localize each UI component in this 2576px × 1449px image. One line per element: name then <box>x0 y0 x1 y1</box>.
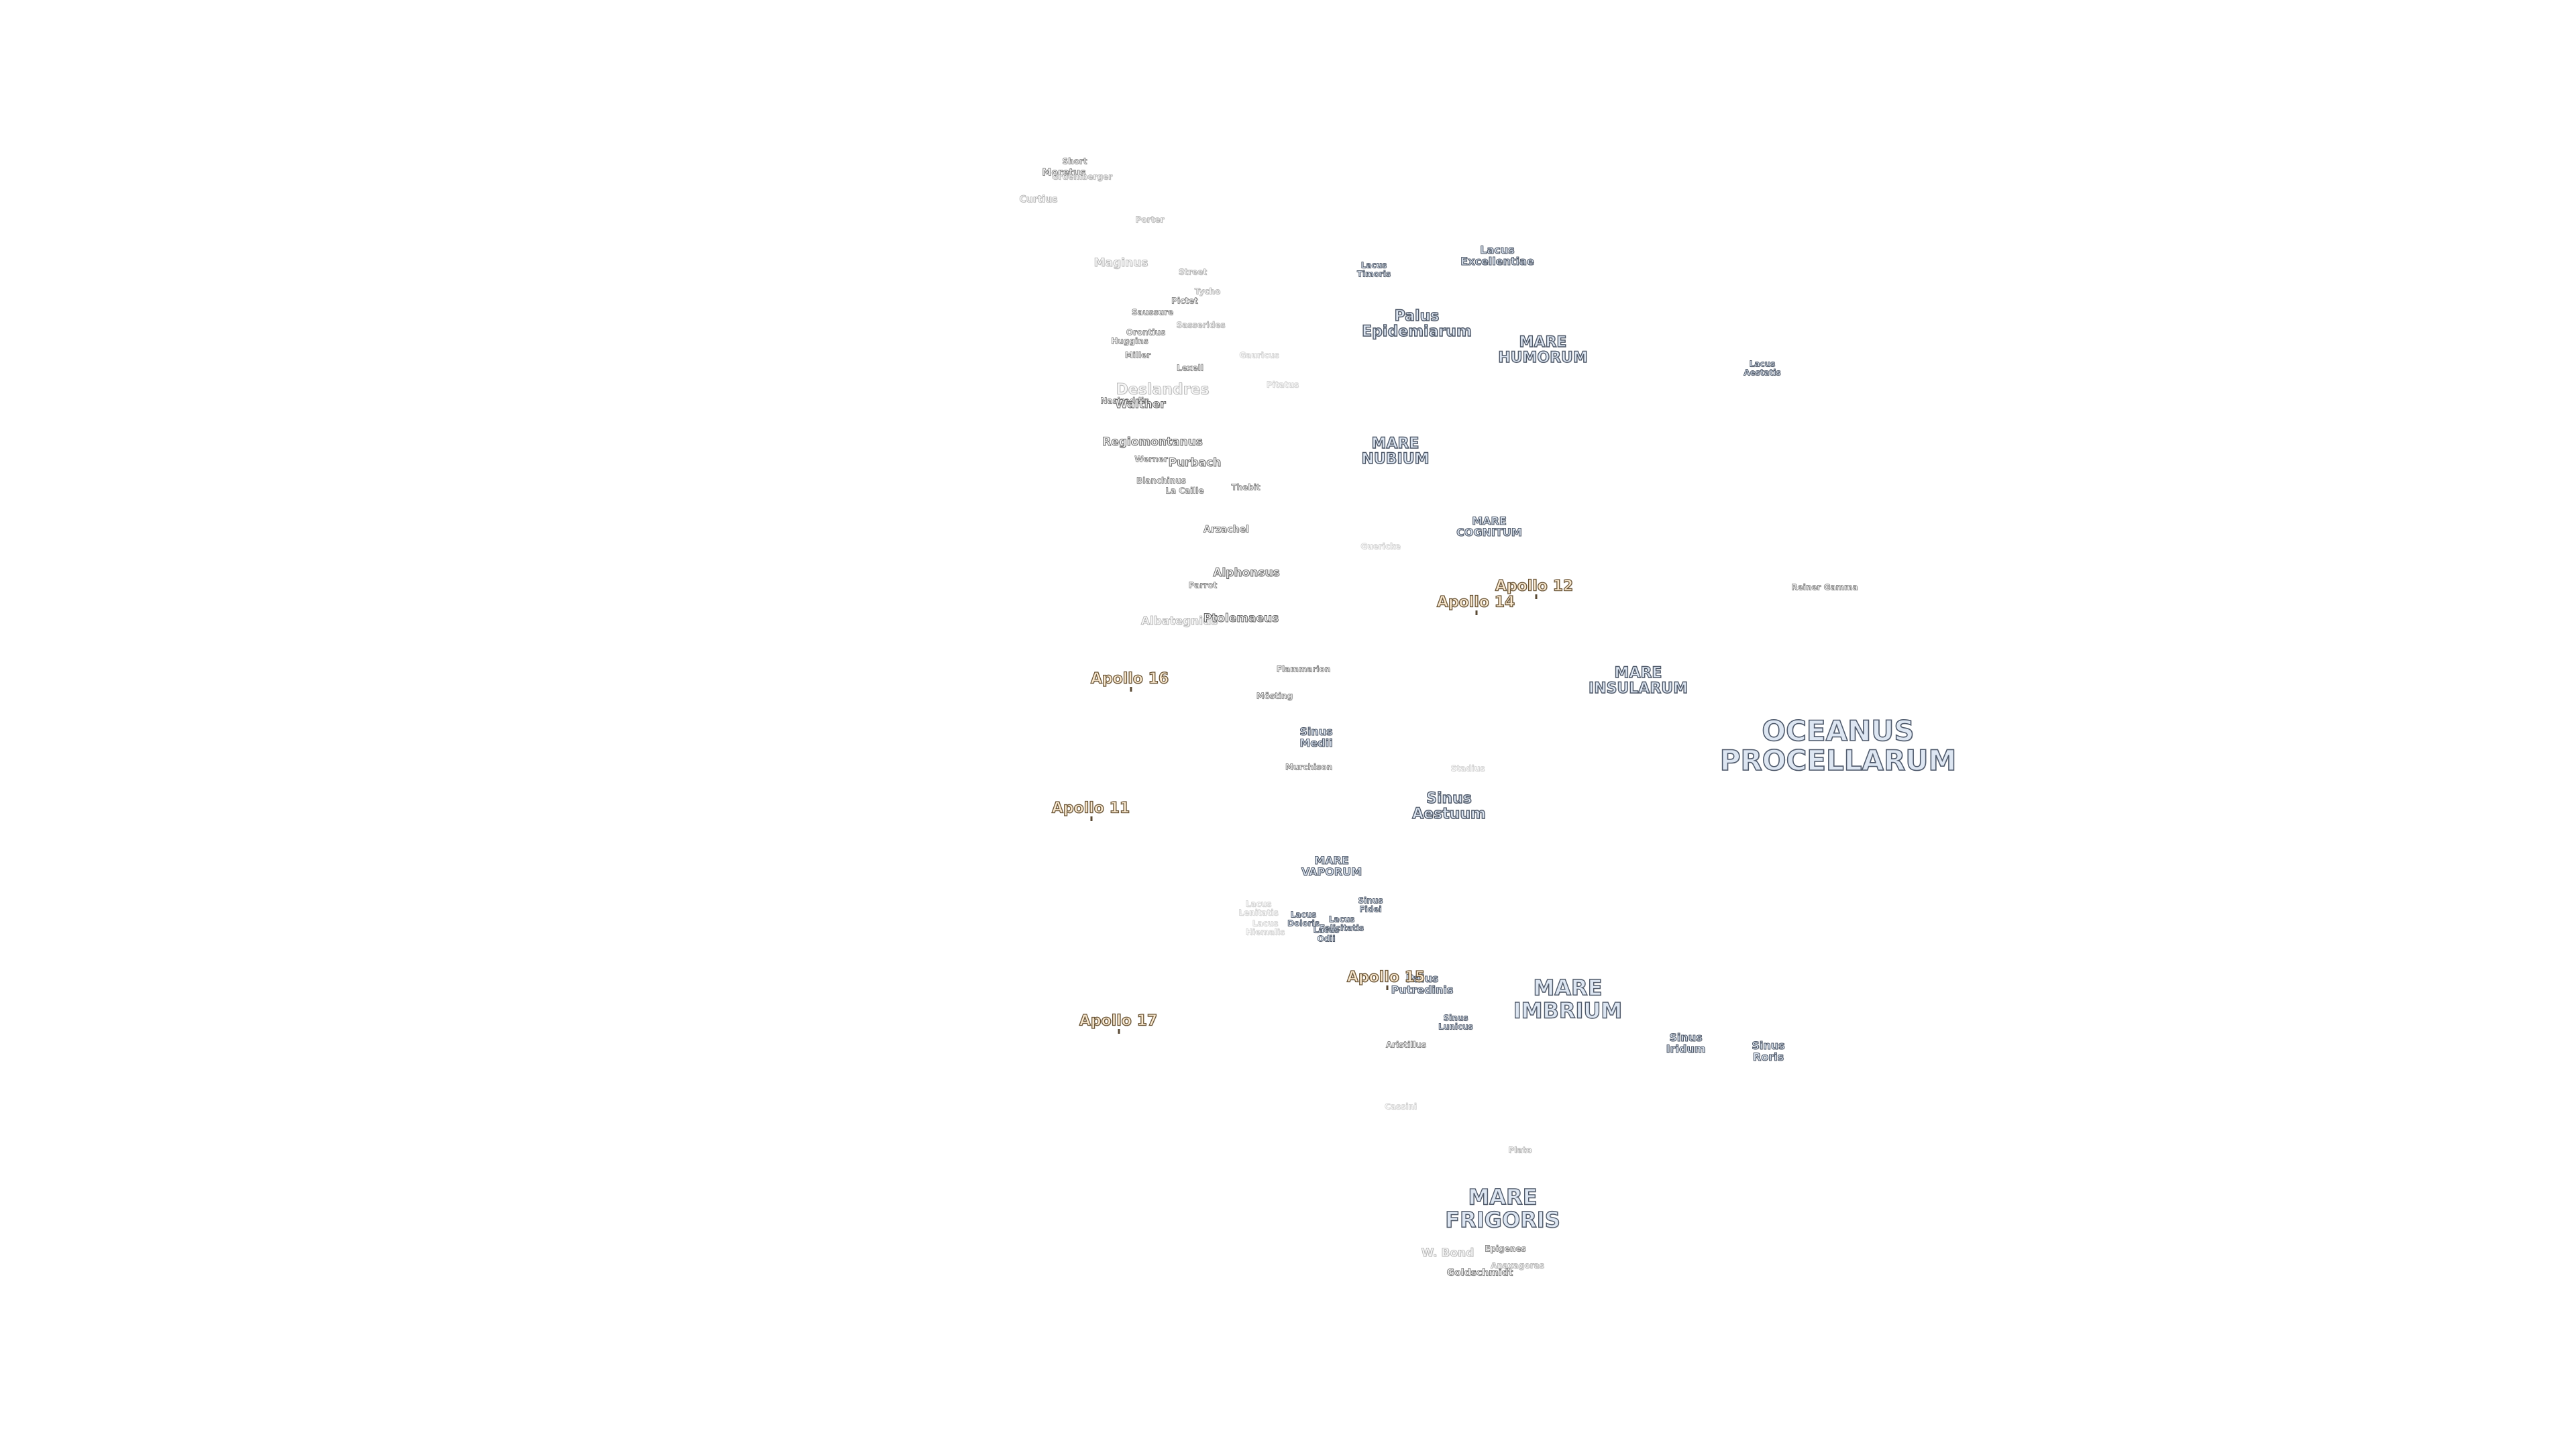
label-crater-albategnius[interactable]: Albategnius <box>1140 614 1218 629</box>
label-crater-anaxagoras[interactable]: Anaxagoras <box>1491 1260 1545 1271</box>
label-mare-imbrium[interactable]: MARE IMBRIUM <box>1513 975 1623 1023</box>
label-crater-aristillus[interactable]: Aristillus <box>1385 1040 1427 1050</box>
label-crater-alphonsus[interactable]: Alphonsus <box>1213 566 1280 580</box>
label-crater-tycho[interactable]: Tycho <box>1194 286 1221 297</box>
label-palus-epidemiarum[interactable]: Palus Epidemiarum <box>1361 307 1472 340</box>
label-crater-w-bond[interactable]: W. Bond <box>1421 1246 1474 1260</box>
label-crater-pictet[interactable]: Pictet <box>1171 296 1198 306</box>
label-crater-epigenes[interactable]: Epigenes <box>1485 1244 1526 1254</box>
label-crater-gauricus[interactable]: Gauricus <box>1239 350 1279 360</box>
label-apollo-11[interactable]: Apollo 11 <box>1051 800 1130 817</box>
label-crater-regiomontanus[interactable]: Regiomontanus <box>1102 435 1203 449</box>
label-apollo-12[interactable]: Apollo 12 <box>1495 578 1574 595</box>
label-crater-murchison[interactable]: Murchison <box>1285 762 1333 772</box>
label-crater-orontius[interactable]: Orontius <box>1126 327 1166 337</box>
label-apollo-15[interactable]: Apollo 15 <box>1346 969 1426 986</box>
label-crater-sasserides[interactable]: Sasserides <box>1176 320 1226 330</box>
label-crater-short[interactable]: Short <box>1062 156 1087 166</box>
label-lacus-felicitatis[interactable]: Lacus Felicitatis <box>1319 914 1364 932</box>
label-mare-frigoris[interactable]: MARE FRIGORIS <box>1445 1184 1561 1232</box>
label-reiner-gamma[interactable]: Reiner Gamma <box>1791 582 1858 592</box>
label-apollo-14[interactable]: Apollo 14 <box>1436 594 1515 611</box>
label-crater-blanchinus[interactable]: Blanchinus <box>1136 476 1187 486</box>
label-crater-curtius[interactable]: Curtius <box>1019 194 1058 205</box>
label-crater-porter[interactable]: Porter <box>1135 215 1165 225</box>
label-crater-lexell[interactable]: Lexell <box>1177 363 1204 373</box>
label-crater-miller[interactable]: Miller <box>1124 350 1151 360</box>
label-sinus-iridum[interactable]: Sinus Iridum <box>1666 1031 1706 1055</box>
label-mare-cognitum[interactable]: MARE COGNITUM <box>1456 515 1523 539</box>
label-crater-deslandres[interactable]: Deslandres <box>1116 381 1210 398</box>
label-crater-arzachel[interactable]: Arzachel <box>1203 524 1250 535</box>
label-sinus-medii[interactable]: Sinus Medii <box>1299 725 1333 749</box>
label-crater-flammarion[interactable]: Flammarion <box>1276 664 1331 674</box>
label-crater-werner[interactable]: Werner <box>1134 454 1168 464</box>
label-crater-plato[interactable]: Plato <box>1508 1145 1532 1155</box>
label-crater-stadius[interactable]: Stadius <box>1450 763 1485 773</box>
apollo-11-site-marker <box>1090 816 1093 821</box>
label-crater-maginus[interactable]: Maginus <box>1093 256 1148 270</box>
label-crater-gruemberger[interactable]: Gruemberger <box>1051 172 1113 182</box>
apollo-17-site-marker <box>1118 1029 1120 1034</box>
apollo-12-site-marker <box>1535 594 1538 599</box>
apollo-16-site-marker <box>1130 687 1132 692</box>
label-palus-putredinis[interactable]: Palus Putredinis <box>1391 972 1454 996</box>
label-crater-lacus-lenitatis[interactable]: Lacus Lenitatis <box>1238 899 1279 917</box>
label-crater-cassini[interactable]: Cassini <box>1385 1102 1417 1112</box>
label-sinus-aestuum[interactable]: Sinus Aestuum <box>1411 790 1486 822</box>
label-lacus-excellentiae[interactable]: Lacus Excellentiae <box>1460 244 1535 268</box>
label-sinus-roris[interactable]: Sinus Roris <box>1752 1039 1785 1063</box>
label-lacus-timoris[interactable]: Lacus Timoris <box>1356 260 1391 278</box>
label-crater-walther[interactable]: Walther <box>1115 398 1167 412</box>
label-crater-pitatus[interactable]: Pitatus <box>1266 380 1299 390</box>
label-oceanus-procellarum[interactable]: OCEANUS PROCELLARUM <box>1719 714 1957 777</box>
label-crater-thebit[interactable]: Thebit <box>1231 482 1260 492</box>
label-mare-vaporum[interactable]: MARE VAPORUM <box>1301 854 1362 878</box>
label-crater-ptolemaeus[interactable]: Ptolemaeus <box>1203 612 1279 626</box>
label-lacus-aestatis[interactable]: Lacus Aestatis <box>1743 359 1781 377</box>
label-apollo-16[interactable]: Apollo 16 <box>1090 670 1169 688</box>
label-crater-lacus-hiemalis[interactable]: Lacus Hiemalis <box>1245 918 1285 936</box>
label-sinus-lunicus[interactable]: Sinus Lunicus <box>1438 1013 1474 1031</box>
label-crater-guericke[interactable]: Guericke <box>1360 541 1401 551</box>
label-crater-moretus[interactable]: Moretus <box>1042 167 1086 178</box>
label-lacus-doloris[interactable]: Lacus Doloris <box>1287 910 1320 928</box>
label-crater-street[interactable]: Street <box>1178 267 1208 277</box>
label-sinus-fidei[interactable]: Sinus Fidei <box>1358 896 1383 914</box>
label-crater-mosting[interactable]: Mösting <box>1256 691 1293 701</box>
label-crater-nasireddin[interactable]: Nasireddin <box>1100 396 1150 406</box>
label-crater-huggins[interactable]: Huggins <box>1111 336 1148 346</box>
label-apollo-17[interactable]: Apollo 17 <box>1079 1012 1158 1030</box>
label-mare-nubium[interactable]: MARE NUBIUM <box>1361 435 1430 468</box>
label-mare-humorum[interactable]: MARE HUMORUM <box>1498 333 1589 366</box>
label-crater-purbach[interactable]: Purbach <box>1168 456 1222 470</box>
apollo-15-site-marker <box>1386 985 1389 990</box>
label-lacus-odii[interactable]: Lacus Odii <box>1313 925 1340 943</box>
apollo-14-site-marker <box>1475 610 1478 615</box>
label-crater-la-caille[interactable]: La Caille <box>1165 486 1204 496</box>
label-crater-parrot[interactable]: Parrot <box>1188 580 1218 590</box>
label-crater-saussure[interactable]: Saussure <box>1131 307 1174 317</box>
label-crater-goldschmidt[interactable]: Goldschmidt <box>1446 1267 1513 1279</box>
label-mare-insularum[interactable]: MARE INSULARUM <box>1588 664 1688 697</box>
